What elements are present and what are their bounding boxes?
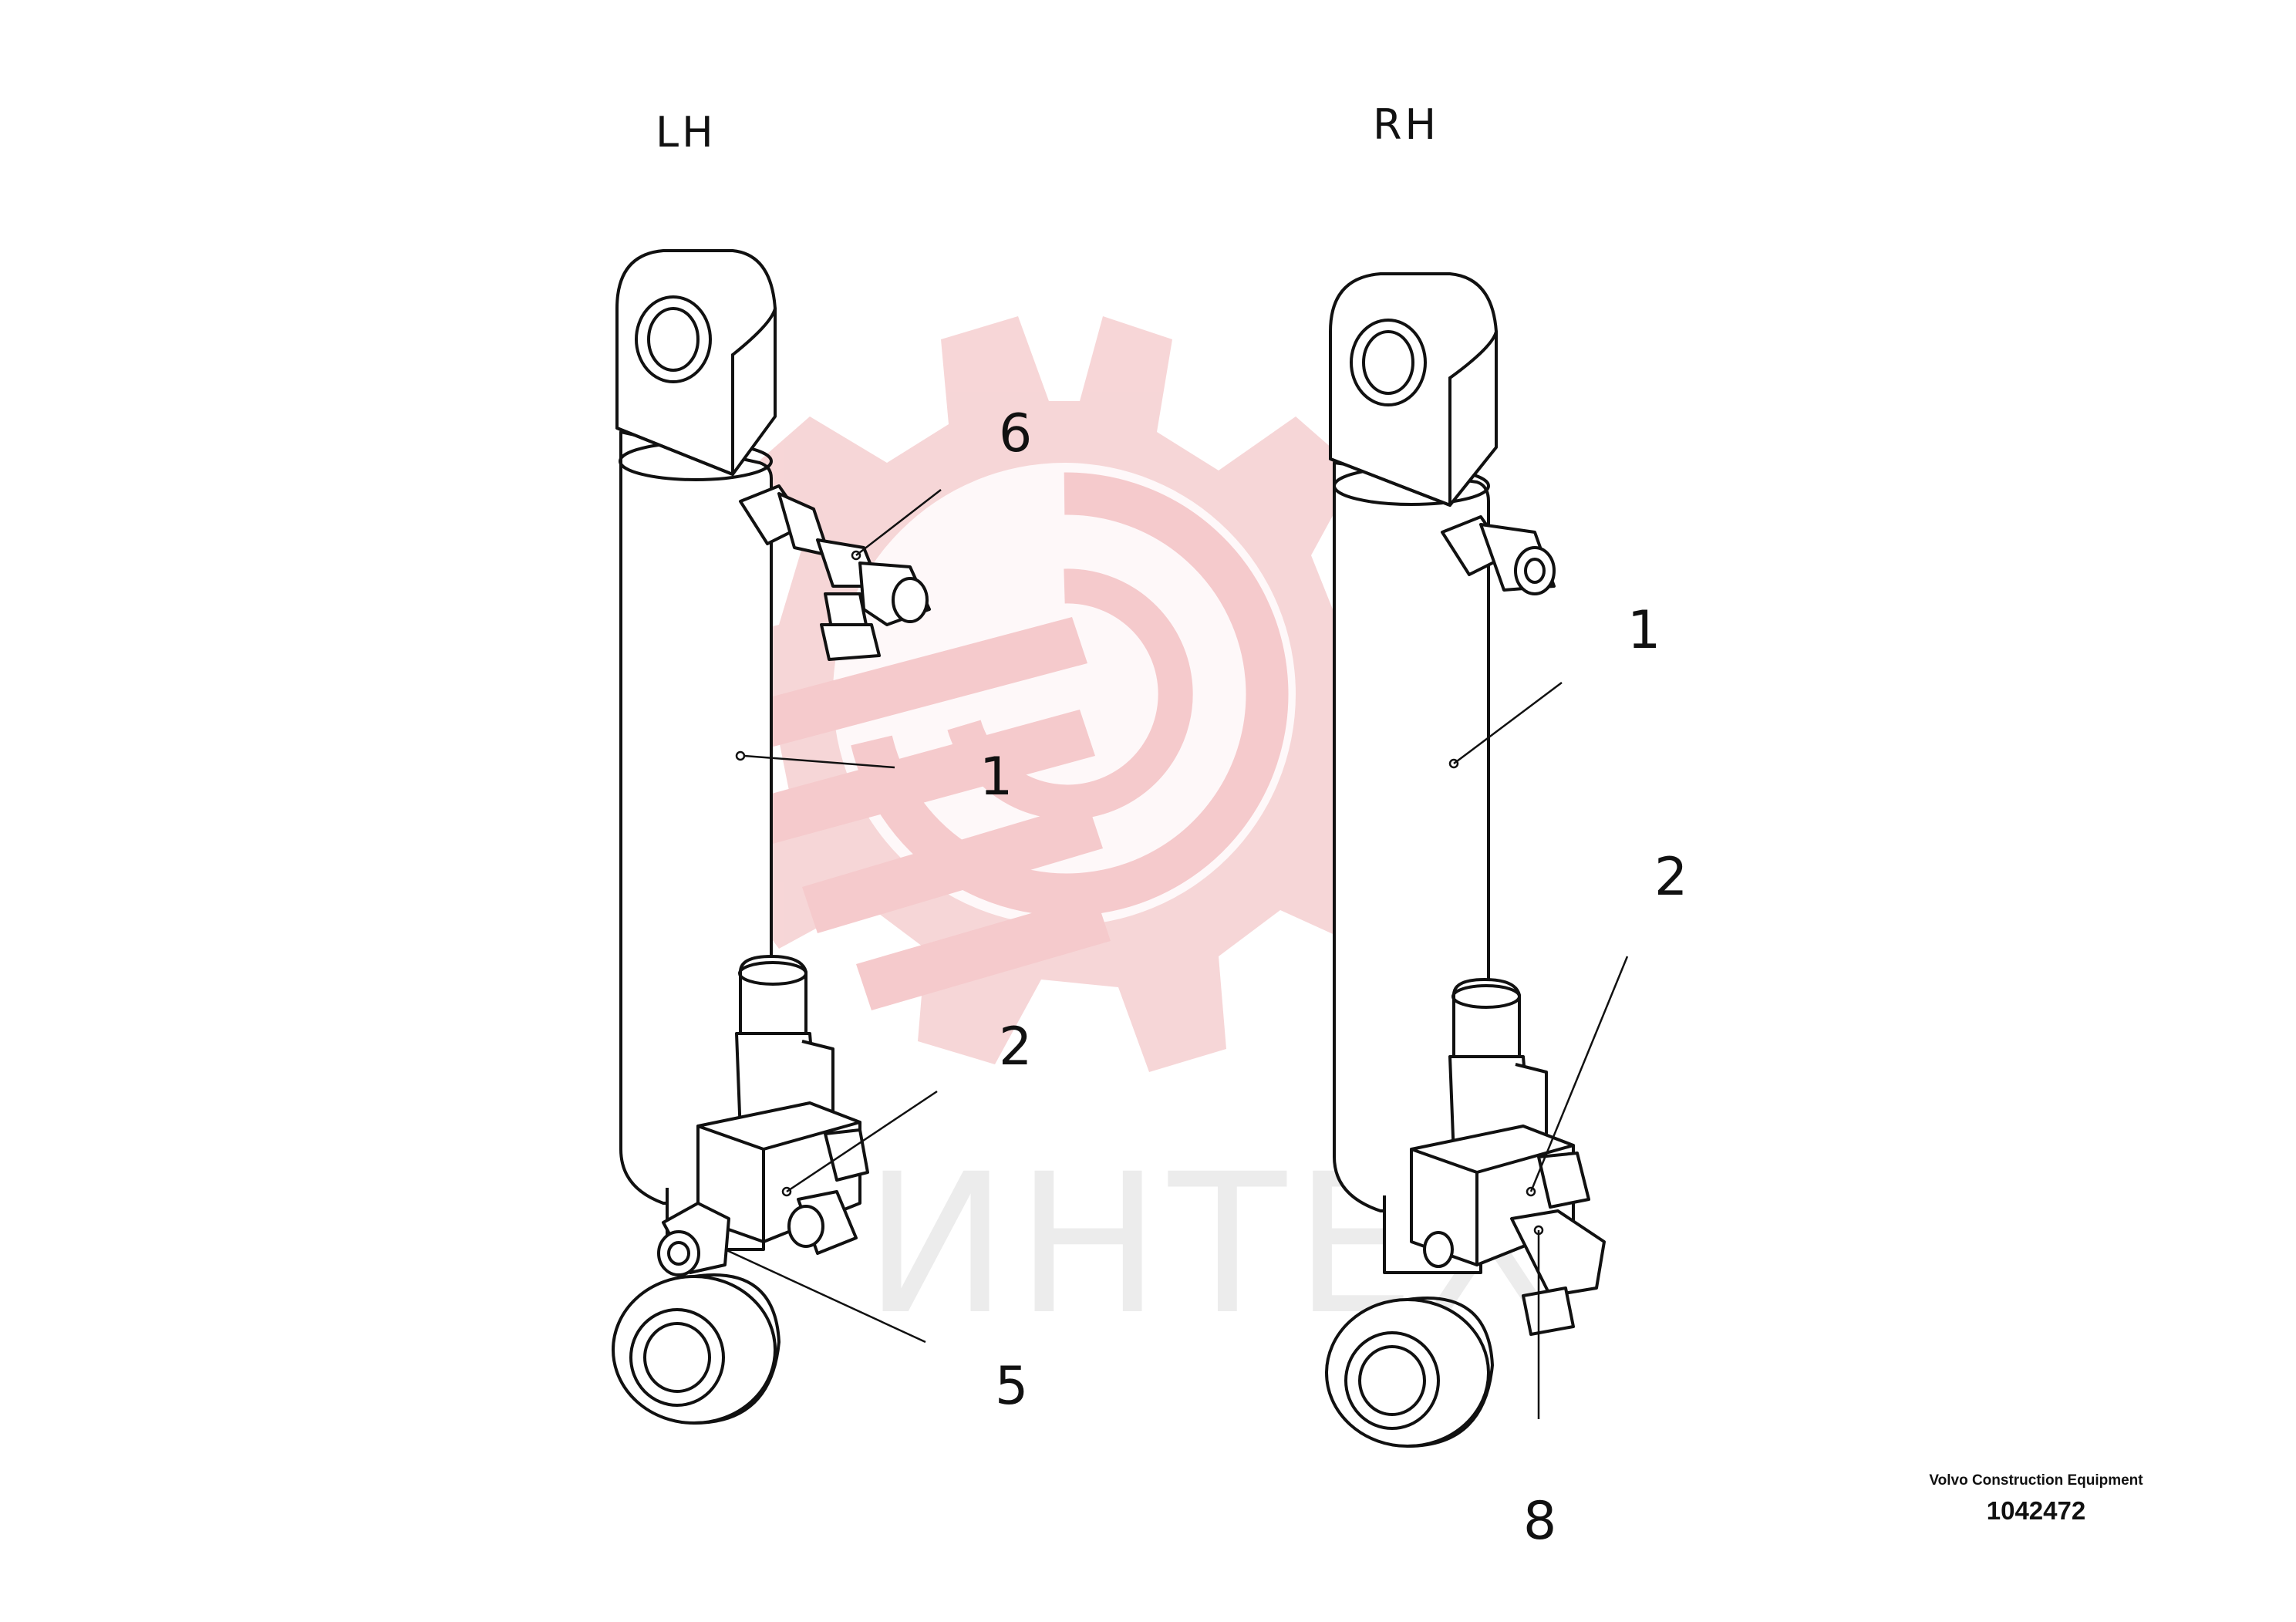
callout-rh-1: 1 [1627, 600, 1660, 661]
rh-bottom-rod-eye [1325, 1297, 1494, 1448]
lh-top-fitting [739, 484, 931, 661]
rh-top-rod-eye [1329, 272, 1498, 507]
callout-lh-6: 6 [999, 403, 1032, 464]
manufacturer-name: Volvo Construction Equipment [1929, 1472, 2143, 1489]
lh-bottom-rod-eye [612, 1273, 781, 1425]
document-number: 1042472 [1986, 1496, 2086, 1525]
rh-top-fitting [1441, 515, 1556, 595]
label-left-hand: LH [656, 108, 716, 157]
rh-valve-block [1410, 978, 1606, 1336]
watermark-logo: ИНТЕХ [686, 316, 1556, 1357]
lh-top-rod-eye [615, 249, 777, 476]
lh-cylinder [612, 249, 942, 1425]
footer-stamp: Volvo Construction Equipment 1042472 [1928, 1472, 2144, 1526]
label-right-hand: RH [1373, 100, 1439, 149]
callout-lh-2: 2 [999, 1017, 1032, 1077]
callout-lh-5: 5 [995, 1356, 1028, 1417]
lh-valve-block [657, 955, 869, 1276]
callout-rh-8: 8 [1523, 1491, 1556, 1552]
speed-stripes [694, 617, 1111, 1010]
callout-lh-1: 1 [979, 747, 1013, 808]
callout-rh-2: 2 [1654, 847, 1687, 908]
rh-cylinder [1325, 272, 1629, 1448]
